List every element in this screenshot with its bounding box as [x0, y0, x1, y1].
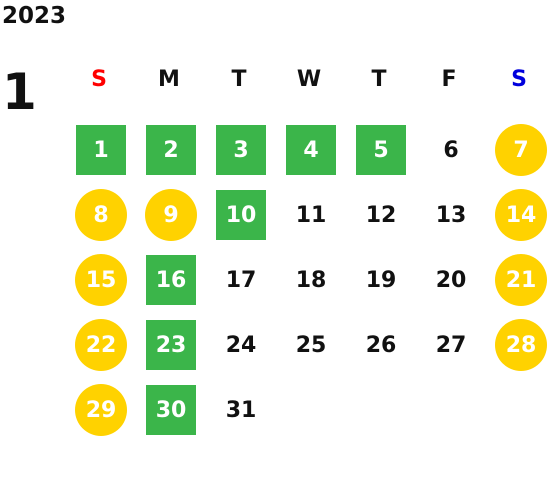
day-cell: 18: [295, 267, 327, 293]
day-cell: 23: [146, 320, 196, 370]
day-cell: 12: [365, 202, 397, 228]
day-cell: 30: [146, 385, 196, 435]
year-label: 2023: [2, 3, 67, 29]
weekday-sat: S: [511, 67, 527, 92]
day-cell: 2: [146, 125, 196, 175]
day-cell: 9: [145, 189, 197, 241]
day-cell: 3: [216, 125, 266, 175]
weekday-wed: W: [296, 67, 322, 92]
day-cell: 6: [443, 137, 459, 163]
weekday-header-row: S M T W T F S: [64, 62, 548, 102]
day-cell: 13: [435, 202, 467, 228]
weekday-tue: T: [231, 67, 247, 92]
day-cell: 26: [365, 332, 397, 358]
day-cell: 7: [495, 124, 547, 176]
day-cell: 5: [356, 125, 406, 175]
day-cell: 15: [75, 254, 127, 306]
weekday-fri: F: [441, 67, 457, 92]
day-cell: 11: [295, 202, 327, 228]
day-cell: 29: [75, 384, 127, 436]
day-cell: 1: [76, 125, 126, 175]
day-cell: 20: [435, 267, 467, 293]
day-cell: 22: [75, 319, 127, 371]
day-cell: 16: [146, 255, 196, 305]
day-cell: 31: [225, 397, 257, 423]
day-cell: 14: [495, 189, 547, 241]
day-cell: 19: [365, 267, 397, 293]
day-cell: 21: [495, 254, 547, 306]
day-cell: 17: [225, 267, 257, 293]
day-cell: 27: [435, 332, 467, 358]
weekday-sun: S: [91, 67, 107, 92]
day-cell: 8: [75, 189, 127, 241]
month-label: 1: [2, 63, 37, 121]
day-cell: 10: [216, 190, 266, 240]
weekday-mon: M: [158, 67, 180, 92]
day-cell: 28: [495, 319, 547, 371]
weekday-thu: T: [371, 67, 387, 92]
day-cell: 4: [286, 125, 336, 175]
day-cell: 25: [295, 332, 327, 358]
day-cell: 24: [225, 332, 257, 358]
